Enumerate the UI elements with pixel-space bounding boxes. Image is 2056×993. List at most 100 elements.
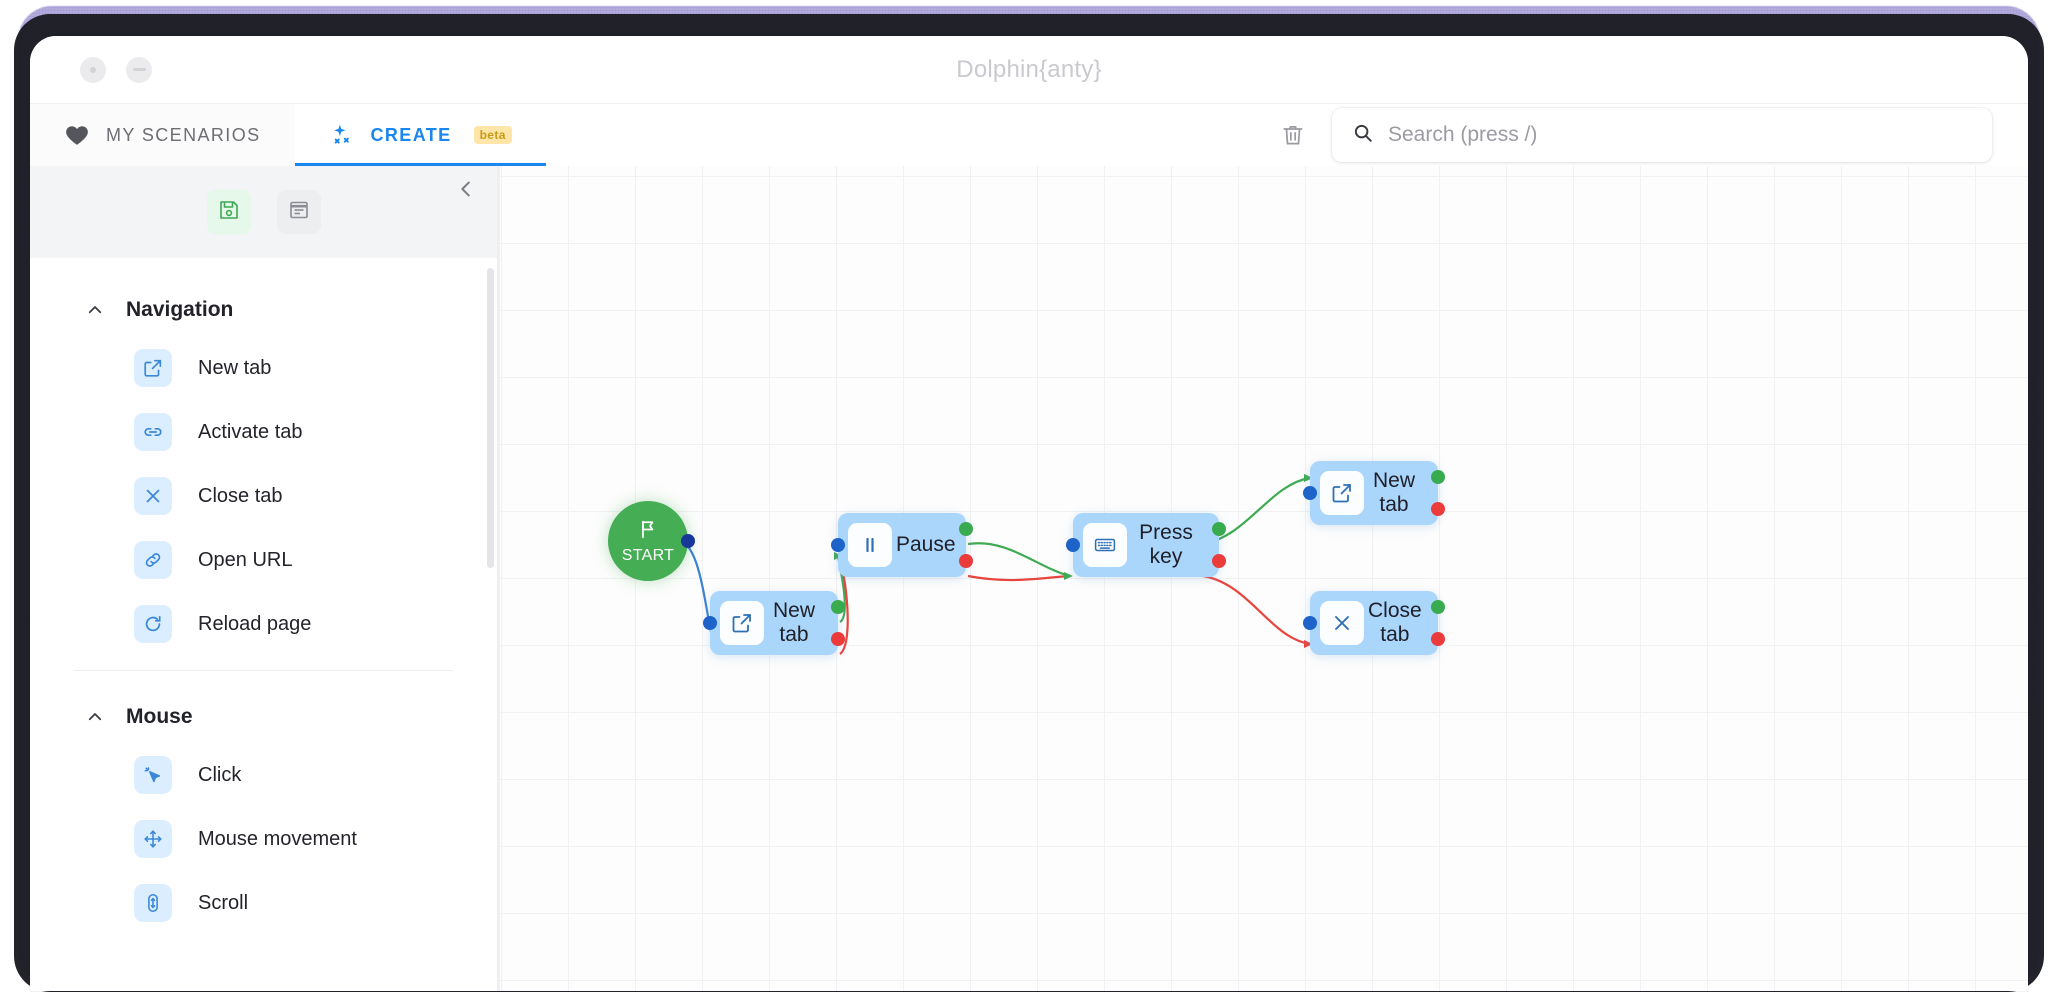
- node-new-tab-1[interactable]: New tab: [703, 591, 845, 655]
- sidebar-item-label: Activate tab: [198, 420, 303, 443]
- success-port[interactable]: [831, 600, 845, 614]
- tab-strip: MY SCENARIOS CREATE beta: [30, 104, 2028, 166]
- success-port[interactable]: [959, 522, 973, 536]
- error-port[interactable]: [1431, 632, 1445, 646]
- edge-pause-ok-to-presskey: [967, 542, 1071, 578]
- minimize-window-button[interactable]: [126, 56, 152, 83]
- start-output-port[interactable]: [681, 534, 695, 548]
- close-window-button[interactable]: [80, 56, 106, 83]
- window-title: Dolphin{anty}: [956, 55, 1102, 83]
- node-label: Pause: [896, 533, 956, 556]
- edge-pause-err-to-presskey: [967, 574, 1071, 582]
- error-port[interactable]: [831, 632, 845, 646]
- error-port[interactable]: [959, 554, 973, 568]
- sidebar-item-open-url[interactable]: Open URL: [30, 528, 497, 592]
- chevron-left-icon[interactable]: [455, 178, 477, 200]
- canvas-left-border: [498, 166, 500, 991]
- dot-glyph: [90, 66, 96, 73]
- link-horizontal-icon: [134, 413, 172, 451]
- external-link-icon: [134, 349, 172, 387]
- error-port[interactable]: [1212, 554, 1226, 568]
- reload-icon: [134, 605, 172, 643]
- heart-icon: [64, 122, 90, 148]
- error-port[interactable]: [1431, 502, 1445, 516]
- node-new-tab-2[interactable]: New tab: [1303, 461, 1445, 525]
- edge-layer: [675, 474, 1313, 655]
- node-press-key[interactable]: Press key: [1066, 513, 1226, 577]
- cursor-click-icon: [134, 756, 172, 794]
- sidebar-item-mouse-movement[interactable]: Mouse movement: [30, 807, 497, 871]
- sidebar-toolbar: [30, 166, 497, 258]
- scenario-canvas[interactable]: START New tab: [498, 166, 2028, 991]
- close-icon: [1320, 601, 1364, 645]
- arrowhead: [1064, 572, 1073, 580]
- search-input[interactable]: [1388, 123, 1972, 147]
- tab-label: CREATE: [370, 124, 452, 145]
- notes-button[interactable]: [276, 190, 321, 234]
- input-port[interactable]: [703, 616, 717, 630]
- external-link-icon: [720, 601, 764, 645]
- group-title: Mouse: [126, 705, 193, 728]
- minus-glyph: [132, 68, 146, 71]
- input-port[interactable]: [1066, 538, 1080, 552]
- save-scenario-button[interactable]: [206, 190, 251, 234]
- app-window: Dolphin{anty} MY SCENARIOS CREATE: [30, 36, 2028, 991]
- sidebar-item-new-tab[interactable]: New tab: [30, 336, 497, 400]
- tab-label: MY SCENARIOS: [106, 124, 261, 145]
- sidebar-item-label: Close tab: [198, 484, 283, 507]
- input-port[interactable]: [831, 538, 845, 552]
- node-pause[interactable]: Pause: [831, 513, 973, 577]
- close-icon: [134, 477, 172, 515]
- success-port[interactable]: [1431, 470, 1445, 484]
- group-divider: [74, 670, 453, 671]
- group-mouse: Mouse Click: [30, 679, 497, 943]
- keyboard-icon: [1083, 523, 1127, 567]
- node-start[interactable]: START: [608, 501, 695, 581]
- node-label: New tab: [772, 599, 815, 646]
- sidebar-item-label: Mouse movement: [198, 827, 357, 850]
- sidebar-scroll-area[interactable]: Navigation New tab: [30, 258, 497, 991]
- sidebar-item-scroll[interactable]: Scroll: [30, 871, 497, 935]
- workspace: Navigation New tab: [30, 166, 2028, 991]
- sparkle-icon: [329, 122, 355, 148]
- node-label: Close tab: [1368, 599, 1422, 646]
- save-icon: [217, 198, 241, 227]
- input-port[interactable]: [1303, 616, 1317, 630]
- sidebar-item-label: New tab: [198, 356, 272, 379]
- start-label: START: [621, 546, 675, 564]
- scroll-icon: [134, 884, 172, 922]
- sidebar-item-label: Reload page: [198, 612, 312, 635]
- input-port[interactable]: [1303, 486, 1317, 500]
- sidebar-item-label: Scroll: [198, 891, 249, 914]
- search-icon: [1352, 122, 1374, 149]
- tab-create[interactable]: CREATE beta: [294, 104, 547, 166]
- title-bar: Dolphin{anty}: [30, 36, 2028, 104]
- chevron-up-icon: [86, 301, 104, 319]
- sidebar-item-label: Click: [198, 763, 242, 786]
- sidebar-item-reload-page[interactable]: Reload page: [30, 592, 497, 656]
- node-label: New tab: [1372, 469, 1415, 516]
- sidebar-scrollbar[interactable]: [487, 268, 494, 568]
- sidebar-item-label: Open URL: [198, 548, 293, 571]
- group-header-mouse[interactable]: Mouse: [30, 679, 497, 743]
- external-link-icon: [1320, 471, 1364, 515]
- flag-icon: [637, 518, 659, 545]
- move-arrows-icon: [134, 820, 172, 858]
- chevron-up-icon: [86, 708, 104, 726]
- group-header-navigation[interactable]: Navigation: [30, 272, 497, 336]
- sidebar-item-click[interactable]: Click: [30, 743, 497, 807]
- sidebar-item-close-tab[interactable]: Close tab: [30, 464, 497, 528]
- node-close-tab[interactable]: Close tab: [1303, 591, 1445, 655]
- group-title: Navigation: [126, 298, 234, 321]
- actions-sidebar: Navigation New tab: [30, 166, 498, 991]
- success-port[interactable]: [1431, 600, 1445, 614]
- beta-badge: beta: [473, 126, 512, 144]
- tab-my-scenarios[interactable]: MY SCENARIOS: [30, 104, 295, 166]
- search-box[interactable]: [1332, 108, 1992, 162]
- chain-link-icon: [134, 541, 172, 579]
- success-port[interactable]: [1212, 522, 1226, 536]
- document-icon: [287, 198, 311, 227]
- sidebar-item-activate-tab[interactable]: Activate tab: [30, 400, 497, 464]
- trash-icon[interactable]: [1280, 122, 1306, 148]
